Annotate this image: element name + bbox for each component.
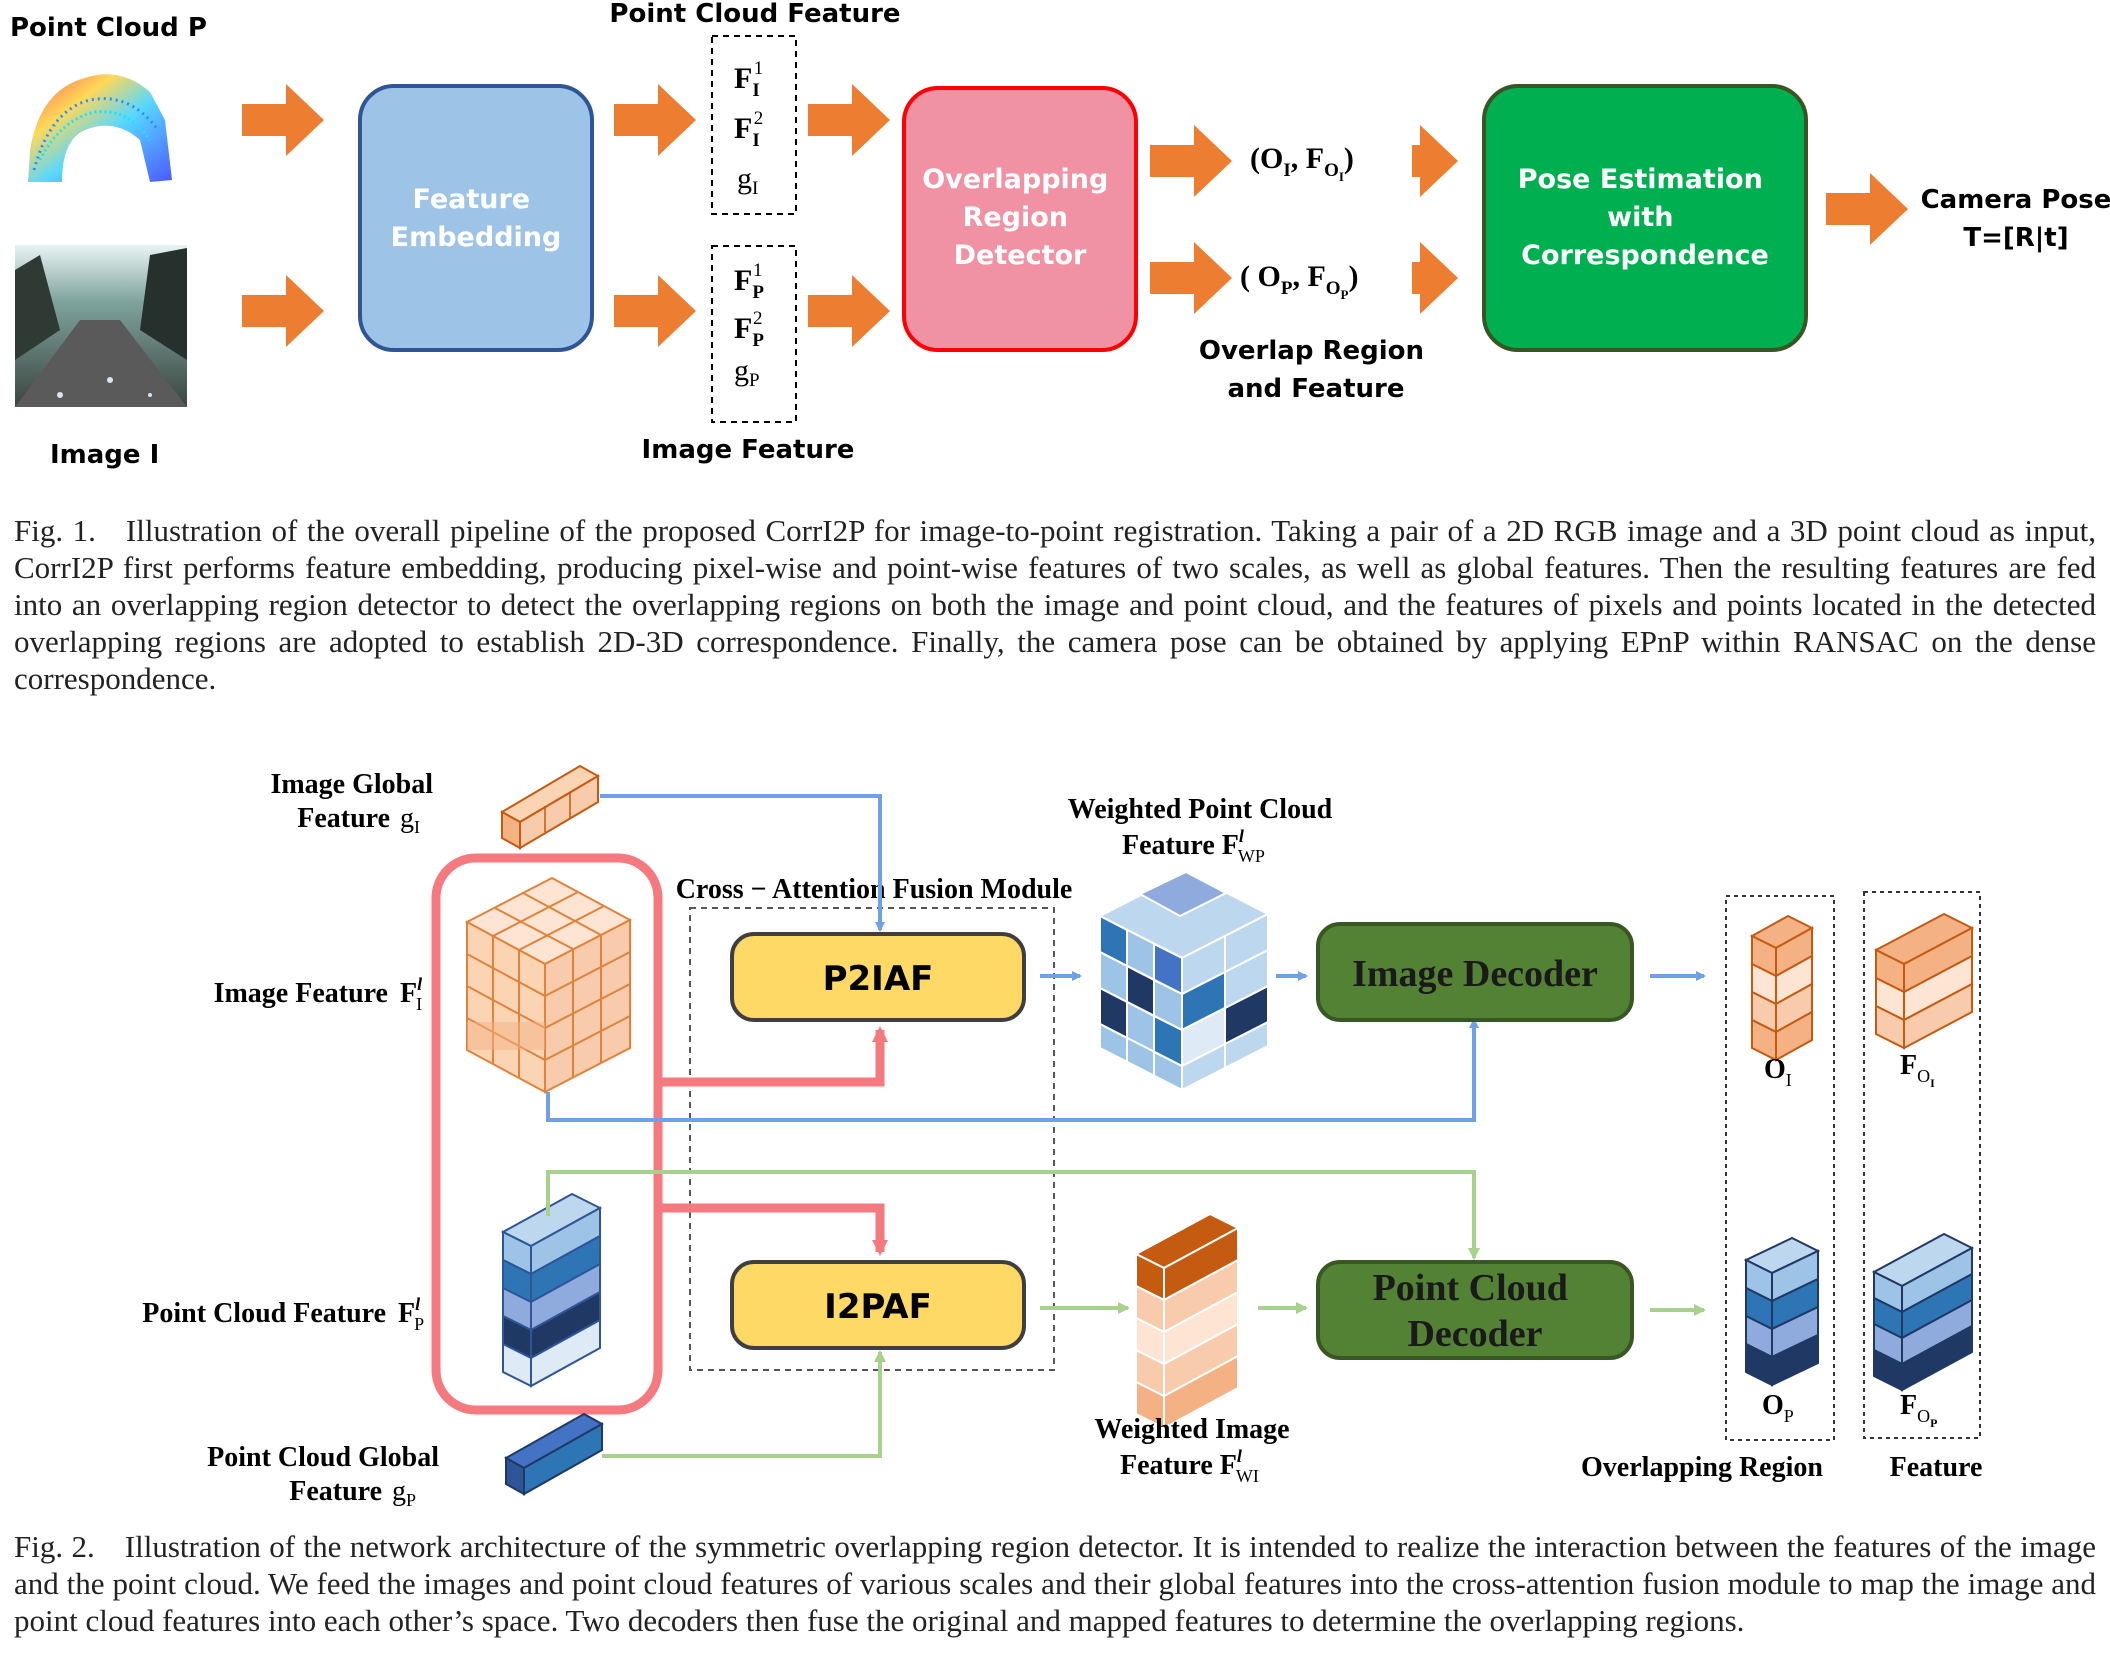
p2iaf-label: P2IAF: [823, 959, 934, 999]
image-input-label: Image I: [50, 440, 159, 470]
arrow-embedding-to-point-features: [614, 275, 696, 347]
pose-estimation-box: [1482, 84, 1808, 352]
image-overlap-output: (OI, FOI): [1250, 142, 1354, 184]
overlap-detector-box: [902, 86, 1138, 352]
point-global-feature-label: Point Cloud Global Feature: [207, 1442, 446, 1507]
overlap-image-stack: [1749, 914, 1815, 1062]
arrow-pose-to-camera: [1826, 173, 1908, 245]
fig1-caption: Fig. 1.Illustration of the overall pipel…: [14, 512, 2096, 697]
weighted-image-stack: [1133, 1212, 1241, 1430]
arrow-point-features-to-detector: [808, 275, 890, 347]
fig2-caption: Fig. 2.Illustration of the network archi…: [14, 1528, 2096, 1639]
fig1-caption-text: Illustration of the overall pipeline of …: [14, 513, 2096, 696]
arrow-embedding-to-image-features: [614, 84, 696, 156]
overlap-feature-box: [1863, 891, 1981, 1439]
image-feature-to-p2iaf-line: [658, 1026, 888, 1087]
feature-image-symbol: FOI: [1900, 1050, 1935, 1090]
arrow-image-features-to-detector: [808, 84, 890, 156]
fig1-diagram: Point Cloud P Image I Feature Embedding: [10, 0, 2110, 470]
image-global-feature-symbol: gI: [400, 803, 420, 837]
feature-label: Feature: [1890, 1452, 1983, 1483]
image-decoder-block: [1316, 922, 1634, 1022]
image-feature-to-i2paf-line: [658, 1203, 888, 1256]
overlapping-region-label: Overlapping Region: [1581, 1452, 1823, 1483]
svg-text:FP1: FP1: [734, 260, 764, 303]
overlap-region-label: Overlap Region and Feature: [1199, 336, 1433, 404]
i2paf-block: [730, 1260, 1026, 1350]
fig2-caption-text: Illustration of the network architecture…: [14, 1529, 2096, 1638]
svg-text:FI2: FI2: [734, 108, 763, 151]
arrow-detector-to-point-overlap: [1150, 242, 1232, 314]
overlapping-region-box: [1725, 895, 1835, 1441]
pose-estimation-label: Pose Estimation with Correspondence: [1518, 164, 1773, 271]
point-global-to-i2paf-line: [602, 1350, 886, 1458]
point-features-box: [711, 245, 797, 423]
svg-text:gI: gI: [737, 162, 758, 199]
overlap-image-symbol: OI: [1764, 1054, 1792, 1090]
arrow-pc-to-embedding: [242, 84, 324, 156]
arrow-detector-to-image-overlap: [1150, 125, 1232, 197]
fig2-diagram: Image Global Feature gI Image Feature Fl…: [142, 764, 1983, 1510]
image-feature-cube: [464, 876, 633, 1094]
image-global-feature-bar: [499, 764, 601, 850]
image-feature-title: Image Feature: [642, 435, 855, 465]
i2paf-label: I2PAF: [824, 1287, 932, 1327]
point-global-feature-symbol: gP: [392, 1476, 416, 1510]
fig2-caption-label: Fig. 2.: [14, 1529, 95, 1564]
image-features-list: FI1 FI2 gI: [734, 58, 763, 199]
arrow-image-overlap-to-pose: [1412, 125, 1458, 197]
point-cloud-input-label: Point Cloud P: [10, 13, 207, 43]
feature-embedding-label: Feature Embedding: [391, 184, 562, 253]
point-feature-label: Point Cloud Feature: [142, 1298, 386, 1329]
overlap-point-symbol: OP: [1762, 1390, 1794, 1426]
image-decoder-label: Image Decoder: [1352, 953, 1598, 995]
weighted-point-cube: [1097, 870, 1271, 1092]
image-global-to-p2iaf-line: [600, 794, 885, 932]
overlap-point-stack: [1743, 1236, 1821, 1387]
point-cloud-thumbnail: [28, 74, 172, 182]
point-features-list: FP1 FP2 gP: [734, 260, 764, 391]
feature-point-stack: [1871, 1232, 1975, 1392]
fig1-caption-label: Fig. 1.: [14, 513, 96, 548]
p2iaf-block: [730, 932, 1026, 1022]
point-cloud-feature-title: Point Cloud Feature: [609, 0, 900, 29]
image-input-thumbnail: [15, 245, 187, 407]
camera-pose-label: Camera Pose: [1921, 185, 2110, 215]
point-global-feature-bar: [503, 1412, 605, 1496]
point-feature-to-point-decoder-line: [546, 1170, 1480, 1260]
point-cloud-feature-stack: [500, 1192, 603, 1388]
feature-embedding-box: [358, 84, 594, 352]
arrow-image-to-embedding: [242, 275, 324, 347]
weighted-image-label: Weighted Image: [1094, 1414, 1289, 1445]
point-decoder-block: [1316, 1260, 1634, 1360]
image-global-feature-label: Image Global Feature: [270, 769, 440, 834]
feature-image-stack: [1873, 912, 1975, 1050]
feature-input-group: [431, 853, 663, 1415]
cross-attention-module: [689, 907, 1055, 1371]
image-feature-label: Image Feature: [214, 978, 388, 1009]
cross-attention-label: Cross − Attention Fusion Module: [676, 874, 1073, 905]
camera-pose-formula: T=[R|t]: [1963, 223, 2068, 253]
svg-text:FP2: FP2: [734, 308, 764, 351]
weighted-point-label: Weighted Point Cloud: [1068, 794, 1333, 825]
point-overlap-output: ( OP, FOP): [1240, 260, 1359, 302]
image-features-box: [711, 35, 797, 215]
feature-point-symbol: FOP: [1900, 1390, 1937, 1430]
arrow-point-overlap-to-pose: [1412, 242, 1458, 314]
svg-text:FI1: FI1: [734, 58, 763, 101]
point-decoder-label: Point Cloud Decoder: [1373, 1267, 1578, 1355]
svg-text:gP: gP: [734, 354, 760, 391]
overlap-detector-label: Overlapping Region Detector: [922, 164, 1118, 271]
image-feature-to-image-decoder-line: [546, 1018, 1479, 1122]
